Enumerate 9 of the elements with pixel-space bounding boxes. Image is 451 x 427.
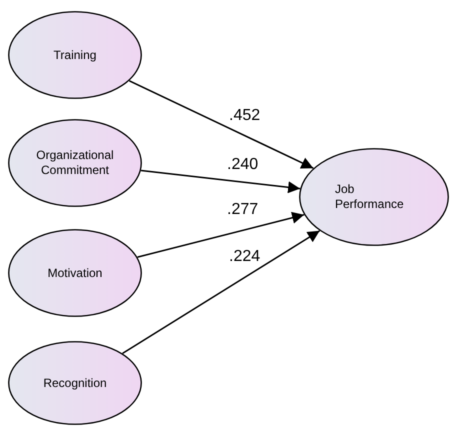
arrow <box>140 170 300 194</box>
node-label: Organizational Commitment <box>35 148 115 178</box>
node-label: Training <box>54 48 96 62</box>
node-label: Job Performance <box>335 182 405 212</box>
arrow <box>122 230 320 354</box>
node-label: Motivation <box>48 266 102 280</box>
arrow <box>137 212 304 258</box>
node-label: Recognition <box>43 376 107 390</box>
arrow <box>128 80 314 169</box>
